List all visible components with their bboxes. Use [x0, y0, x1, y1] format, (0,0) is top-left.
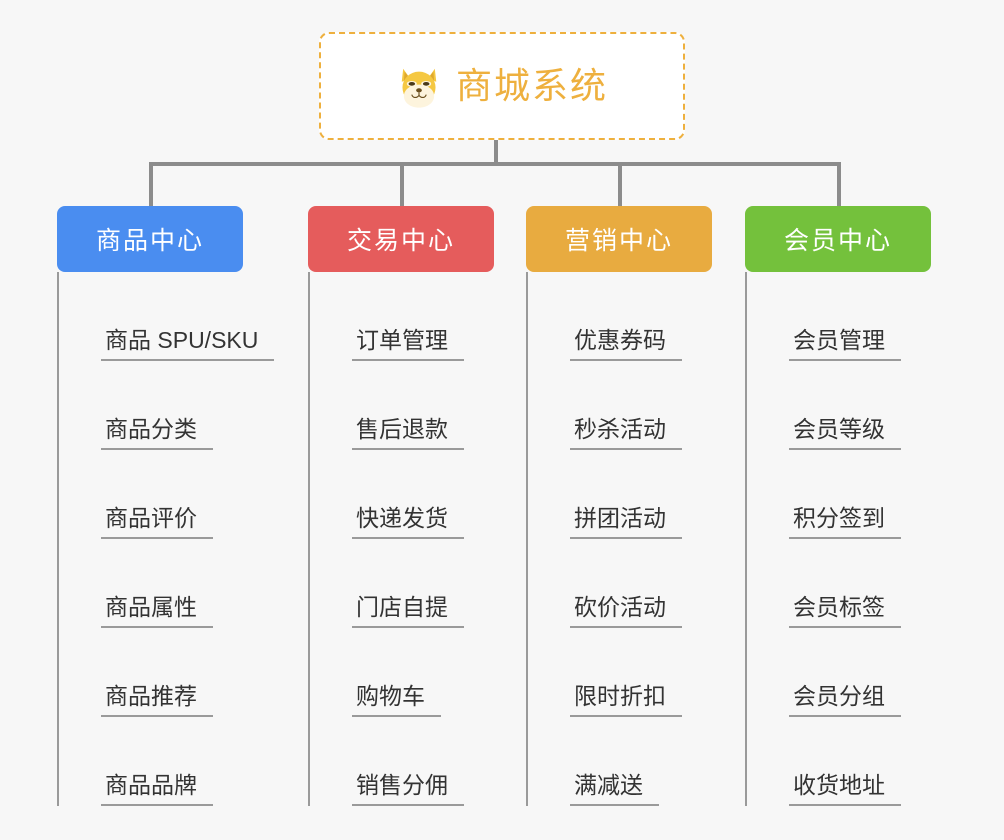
leaf-list-marketing: 优惠券码 秒杀活动 拼团活动 砍价活动 限时折扣 满减送 — [526, 272, 712, 806]
leaf-list-trade: 订单管理 售后退款 快递发货 门店自提 购物车 销售分佣 — [308, 272, 494, 806]
list-item[interactable]: 收货地址 — [767, 717, 931, 806]
branch-header-marketing[interactable]: 营销中心 — [526, 206, 712, 272]
leaf-label: 会员分组 — [789, 683, 901, 717]
list-item[interactable]: 商品评价 — [79, 450, 274, 539]
list-item[interactable]: 快递发货 — [330, 450, 494, 539]
leaf-label: 订单管理 — [352, 327, 464, 361]
branch-header-label: 交易中心 — [346, 227, 455, 255]
list-item[interactable]: 秒杀活动 — [548, 361, 712, 450]
list-item[interactable]: 满减送 — [548, 717, 712, 806]
leaf-label: 销售分佣 — [352, 772, 464, 806]
root-node[interactable]: 商城系统 — [319, 32, 685, 140]
list-item[interactable]: 售后退款 — [330, 361, 494, 450]
leaf-label: 秒杀活动 — [570, 416, 682, 450]
list-item[interactable]: 商品 SPU/SKU — [79, 272, 275, 361]
branch-header-label: 商品中心 — [95, 227, 204, 255]
connector-drop-3 — [618, 162, 622, 210]
list-item[interactable]: 商品推荐 — [79, 628, 274, 717]
leaf-label: 商品品牌 — [101, 772, 213, 806]
list-item[interactable]: 会员分组 — [767, 628, 931, 717]
leaf-label: 购物车 — [352, 683, 441, 717]
leaf-label: 会员等级 — [789, 416, 901, 450]
branch-column-marketing: 营销中心 优惠券码 秒杀活动 拼团活动 砍价活动 限时折扣 满减送 — [526, 206, 712, 806]
branch-header-label: 营销中心 — [564, 227, 673, 255]
leaf-list-member: 会员管理 会员等级 积分签到 会员标签 会员分组 收货地址 — [745, 272, 931, 806]
leaf-label: 商品评价 — [101, 505, 213, 539]
connector-horizontal-bar — [149, 162, 841, 166]
leaf-label: 快递发货 — [352, 505, 464, 539]
branch-column-member: 会员中心 会员管理 会员等级 积分签到 会员标签 会员分组 收货地址 — [745, 206, 931, 806]
leaf-label: 砍价活动 — [570, 594, 682, 628]
leaf-label: 商品分类 — [101, 416, 213, 450]
list-item[interactable]: 购物车 — [330, 628, 494, 717]
list-item[interactable]: 销售分佣 — [330, 717, 494, 806]
leaf-label: 商品属性 — [101, 594, 213, 628]
leaf-label: 商品 SPU/SKU — [101, 327, 275, 361]
branch-header-trade[interactable]: 交易中心 — [308, 206, 494, 272]
root-connector-lines — [0, 140, 1004, 210]
leaf-label: 商品推荐 — [101, 683, 213, 717]
leaf-label: 拼团活动 — [570, 505, 682, 539]
connector-drop-2 — [400, 162, 404, 210]
leaf-label: 优惠券码 — [570, 327, 682, 361]
connector-drop-1 — [149, 162, 153, 210]
leaf-label: 收货地址 — [789, 772, 901, 806]
root-title: 商城系统 — [455, 65, 608, 106]
branch-header-product[interactable]: 商品中心 — [57, 206, 243, 272]
root-row: 商城系统 — [0, 32, 1004, 140]
connector-stem — [494, 140, 498, 164]
list-item[interactable]: 拼团活动 — [548, 450, 712, 539]
branch-column-product: 商品中心 商品 SPU/SKU 商品分类 商品评价 商品属性 商品推荐 商品品牌 — [57, 206, 275, 806]
shiba-dog-icon — [401, 68, 437, 108]
list-item[interactable]: 商品分类 — [79, 361, 274, 450]
list-item[interactable]: 积分签到 — [767, 450, 931, 539]
leaf-label: 门店自提 — [352, 594, 464, 628]
leaf-label: 限时折扣 — [570, 683, 682, 717]
list-item[interactable]: 商品品牌 — [79, 717, 274, 806]
list-item[interactable]: 会员等级 — [767, 361, 931, 450]
leaf-label: 满减送 — [570, 772, 659, 806]
list-item[interactable]: 砍价活动 — [548, 539, 712, 628]
list-item[interactable]: 会员标签 — [767, 539, 931, 628]
branch-column-trade: 交易中心 订单管理 售后退款 快递发货 门店自提 购物车 销售分佣 — [308, 206, 494, 806]
leaf-label: 会员标签 — [789, 594, 901, 628]
list-item[interactable]: 优惠券码 — [548, 272, 712, 361]
branch-header-member[interactable]: 会员中心 — [745, 206, 931, 272]
leaf-list-product: 商品 SPU/SKU 商品分类 商品评价 商品属性 商品推荐 商品品牌 — [57, 272, 275, 806]
list-item[interactable]: 商品属性 — [79, 539, 274, 628]
leaf-label: 积分签到 — [789, 505, 901, 539]
list-item[interactable]: 限时折扣 — [548, 628, 712, 717]
connector-drop-4 — [837, 162, 841, 210]
branch-header-label: 会员中心 — [783, 227, 892, 255]
leaf-label: 售后退款 — [352, 416, 464, 450]
list-item[interactable]: 门店自提 — [330, 539, 494, 628]
list-item[interactable]: 订单管理 — [330, 272, 494, 361]
leaf-label: 会员管理 — [789, 327, 901, 361]
list-item[interactable]: 会员管理 — [767, 272, 931, 361]
branch-columns: 商品中心 商品 SPU/SKU 商品分类 商品评价 商品属性 商品推荐 商品品牌… — [0, 206, 1004, 840]
